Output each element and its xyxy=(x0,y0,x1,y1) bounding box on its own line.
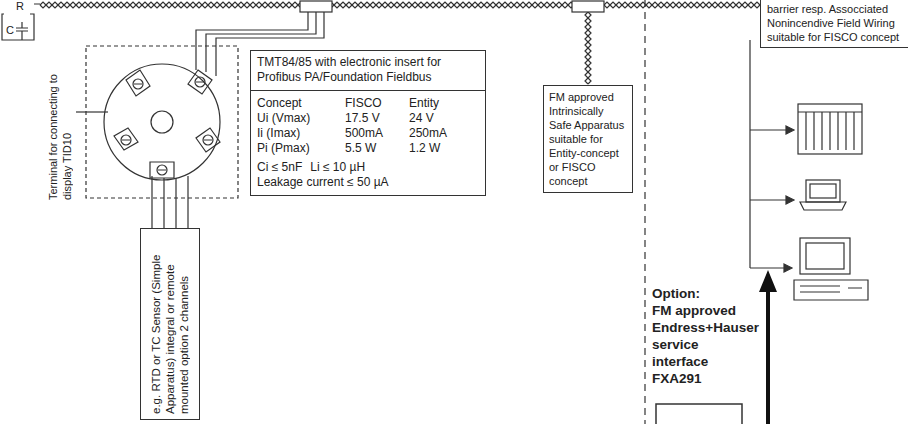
terminal-blocks xyxy=(114,70,220,178)
host-bus xyxy=(750,40,792,268)
table-cell: 5.5 W xyxy=(345,141,409,156)
spec-row: Ci ≤ 5nF Li ≤ 10 µH xyxy=(257,160,479,175)
component-letter: R xyxy=(16,0,24,12)
service-arrow xyxy=(759,270,777,424)
laptop-icon xyxy=(800,180,846,210)
table-cell: 24 V xyxy=(409,111,469,126)
terminal-note: Terminal for connecting to display TID10 xyxy=(46,46,74,200)
box-text: FM approved Intrinsically Safe Apparatus… xyxy=(549,90,627,188)
cable-strand xyxy=(585,12,591,84)
sensor-box: e.g. RTD or TC Sensor (Simple Apparatus)… xyxy=(140,228,200,420)
option-text: FM approved Endress+Hauser service inter… xyxy=(652,302,758,387)
spec-value: Leakage current ≤ 50 µA xyxy=(257,175,479,190)
terminal-screws xyxy=(121,77,213,175)
table-cell: Entity xyxy=(409,96,469,111)
cable-strand xyxy=(40,2,760,8)
sensor-text: e.g. RTD or TC Sensor (Simple Apparatus)… xyxy=(149,234,191,414)
transmitter-insert xyxy=(104,64,220,180)
leader-line xyxy=(76,111,108,112)
spec-box: TMT84/85 with electronic insert for Prof… xyxy=(250,50,486,196)
junction-box xyxy=(572,1,604,12)
table-cell: 1.2 W xyxy=(409,141,469,156)
junction-box xyxy=(300,1,332,12)
pc-icon xyxy=(794,238,868,300)
fxa291-box xyxy=(656,404,742,424)
table-cell: Pi (Pmax) xyxy=(257,141,345,156)
table-cell: FISCO xyxy=(345,96,409,111)
table-cell: 17.5 V xyxy=(345,111,409,126)
center-hole xyxy=(151,111,173,133)
table-cell: Ii (Imax) xyxy=(257,126,345,141)
spec-table: ConceptFISCOEntity Ui (Vmax)17.5 V24 V Ii … xyxy=(257,96,479,156)
table-cell: 500mA xyxy=(345,126,409,141)
spec-value: Li ≤ 10 µH xyxy=(310,160,365,175)
spec-value: Ci ≤ 5nF xyxy=(257,160,302,175)
cable-strand xyxy=(585,12,591,84)
table-cell: Concept xyxy=(257,96,345,111)
transmitter-housing xyxy=(86,46,238,198)
cable-strand xyxy=(40,2,760,8)
spec-heading: TMT84/85 with electronic insert for Prof… xyxy=(251,55,485,91)
sensor-symbol xyxy=(2,14,34,40)
table-cell: 250mA xyxy=(409,126,469,141)
control-rack xyxy=(798,104,862,154)
option-heading: Option: xyxy=(652,285,700,302)
arrow-heads xyxy=(784,126,794,272)
sensor-wires xyxy=(152,176,188,228)
barrier-box: barrier resp. Assocciated Nonincendive F… xyxy=(760,0,908,48)
area-boundary xyxy=(644,0,645,424)
apparatus-box: FM approved Intrinsically Safe Apparatus… xyxy=(543,85,633,193)
component-letter: C xyxy=(6,24,14,36)
box-text: barrier resp. Assocciated Nonincendive F… xyxy=(767,2,908,44)
table-cell: Ui (Vmax) xyxy=(257,111,345,126)
